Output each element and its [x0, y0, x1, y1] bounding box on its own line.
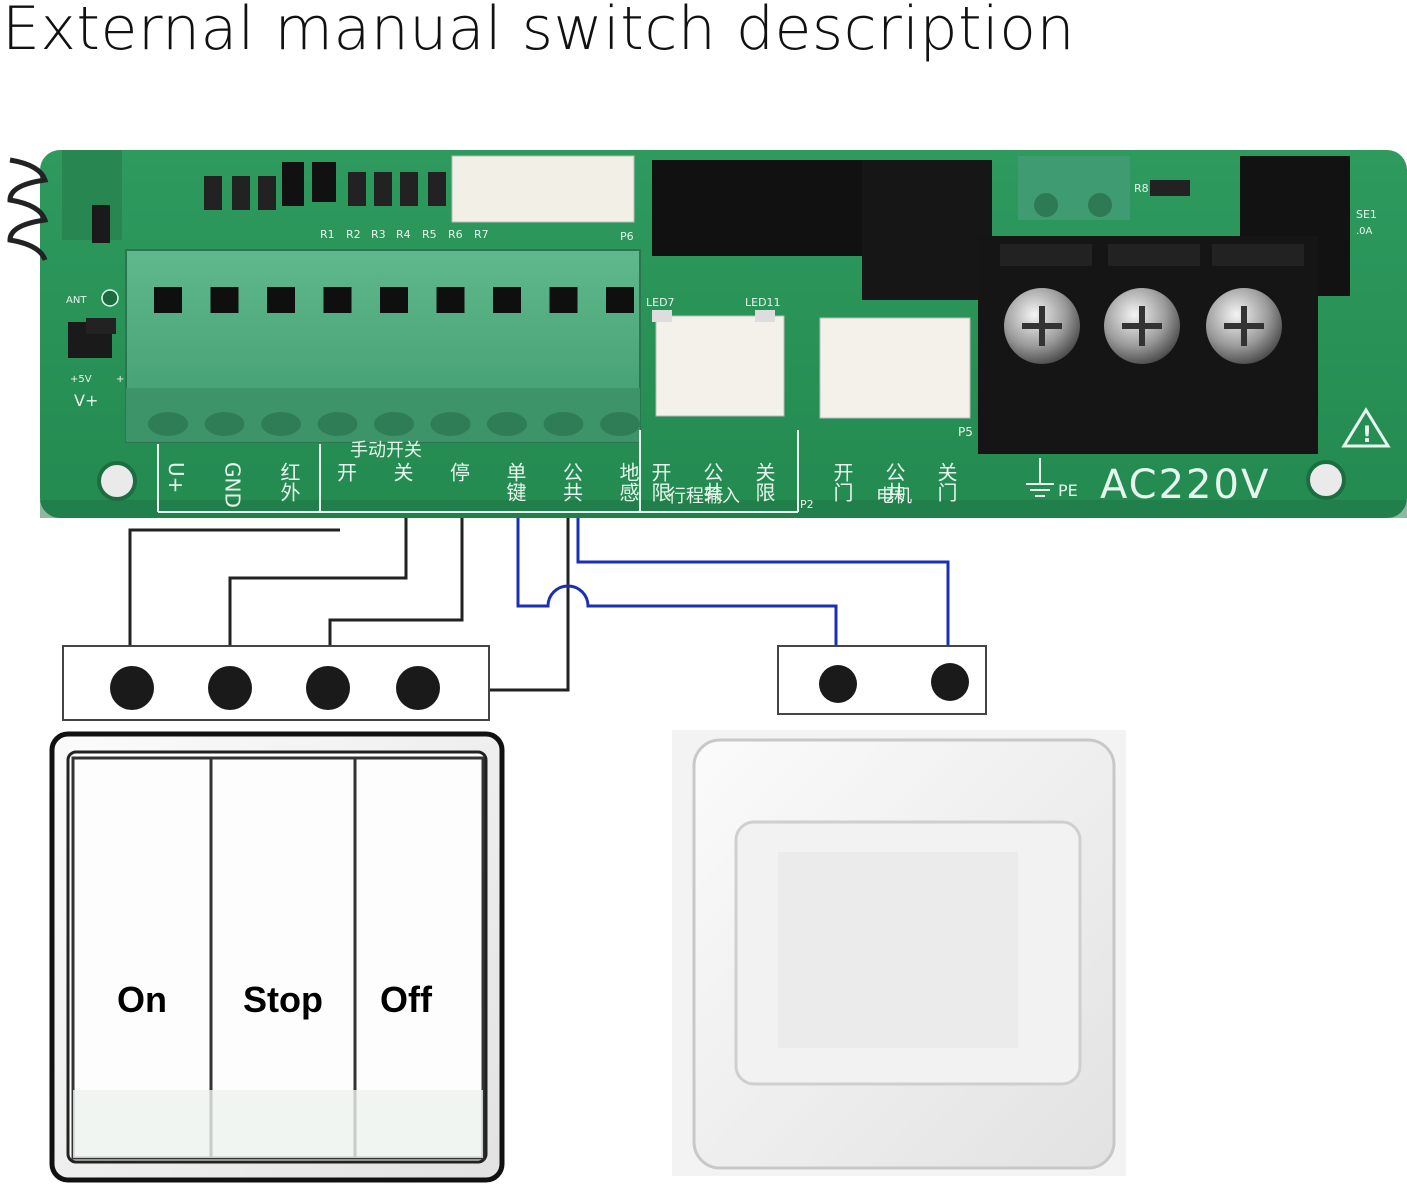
- manual-switch-group-label: 手动开关: [350, 440, 422, 461]
- terminal-wire-hole: [430, 412, 471, 436]
- plus1-label: +1: [116, 374, 131, 385]
- led11-label: LED11: [745, 296, 781, 309]
- terminal-dot: [819, 665, 857, 703]
- fuse-label: SE1: [1356, 208, 1377, 221]
- resistor-label: R1: [320, 228, 335, 241]
- terminal-wire-hole: [543, 412, 584, 436]
- motor-label: 开门: [830, 462, 854, 502]
- plus5v-label: +5V: [70, 374, 92, 385]
- pe-label: PE: [1058, 481, 1078, 500]
- wire-on: [128, 528, 340, 690]
- fuse-rating-label: .0A: [1356, 226, 1373, 237]
- led7-label: LED7: [646, 296, 675, 309]
- terminal-dot: [306, 666, 350, 710]
- terminal-label: 单键: [503, 462, 527, 502]
- p6-label: P6: [620, 230, 634, 243]
- resistor-label: R5: [422, 228, 437, 241]
- terminal-screw-slot: [549, 287, 578, 313]
- ac220v-label: AC220V: [1100, 462, 1270, 508]
- vplus-side-label: V+: [74, 391, 98, 410]
- wiring: [128, 518, 950, 692]
- travel-label: 开限: [648, 462, 672, 502]
- p6-header: [451, 155, 635, 223]
- terminal-screw-slot: [436, 287, 465, 313]
- mounting-hole: [97, 461, 137, 501]
- terminal-dot: [110, 666, 154, 710]
- antenna-coil-icon: [7, 157, 49, 262]
- terminal-screw-slot: [154, 287, 182, 313]
- p5-label: P5: [958, 425, 973, 439]
- off-label: Off: [380, 979, 433, 1020]
- resistor-label: R3: [371, 228, 386, 241]
- smd-resistors: [204, 162, 446, 210]
- resistor-label: R6: [448, 228, 463, 241]
- terminal-wire-hole: [317, 412, 358, 436]
- small-terminal: [1018, 156, 1130, 220]
- resistor-label: R4: [396, 228, 411, 241]
- wire-single-common: [576, 518, 950, 682]
- terminal-label: 关: [390, 462, 414, 482]
- motor-label: 公共: [882, 462, 906, 502]
- travel-group-label: 行程输入: [668, 486, 740, 507]
- triple-rocker-switch: On Stop Off: [49, 731, 505, 1183]
- terminal-screw-slot: [606, 287, 634, 313]
- travel-label: 关限: [752, 462, 776, 502]
- terminal-screw-slot: [493, 287, 521, 313]
- terminal-wire-hole: [374, 412, 414, 436]
- resistor-label: R2: [346, 228, 361, 241]
- terminal-label: 停: [447, 462, 471, 482]
- terminal-dot: [208, 666, 252, 710]
- terminal-label: 地感: [616, 462, 640, 502]
- warning-icon: [1341, 407, 1391, 448]
- terminal-label: U+: [164, 462, 188, 493]
- terminal-screw-slot: [380, 287, 408, 313]
- terminal-screw-slot: [267, 287, 295, 313]
- relay: [862, 160, 992, 300]
- ground-icon: [1026, 458, 1054, 497]
- diagram-title: External manual switch description: [2, 0, 1076, 64]
- wire-stop: [228, 518, 408, 690]
- svg-text:!: !: [1362, 423, 1372, 448]
- single-rocker-switch: [672, 730, 1126, 1176]
- travel-label: 公共: [700, 462, 724, 502]
- terminal-label: 公共: [560, 462, 584, 502]
- terminal-screw-slot: [210, 287, 239, 313]
- terminal-dot: [931, 663, 969, 701]
- terminal-label: 开: [334, 462, 358, 482]
- ant-label: ANT: [66, 295, 87, 306]
- p2-label: P2: [800, 498, 814, 511]
- travel-input-connector: [655, 315, 785, 417]
- motor-connector: [819, 317, 971, 419]
- terminal-wire-hole: [487, 412, 527, 436]
- relay: [652, 160, 862, 256]
- terminal-label: GND: [221, 462, 245, 508]
- on-label: On: [117, 979, 167, 1020]
- ac-screw-terminal: [978, 236, 1318, 454]
- terminal-wire-hole: [148, 412, 188, 436]
- terminal-block-9pin: [125, 249, 641, 443]
- stop-label: Stop: [243, 979, 323, 1020]
- resistor-label: R7: [474, 228, 489, 241]
- terminal-dot: [396, 666, 440, 710]
- motor-label: 关门: [934, 462, 958, 502]
- terminal-screw-slot: [323, 287, 352, 313]
- terminal-wire-hole: [261, 412, 301, 436]
- mounting-hole: [1306, 460, 1346, 500]
- terminal-label: 红外: [277, 462, 301, 502]
- terminal-wire-hole: [600, 412, 640, 436]
- motor-group-label: 电机: [876, 486, 912, 507]
- r8-label: R8: [1134, 182, 1149, 195]
- control-board: ANT +5V +1 V+ R1 R2 R3 R4 R5 R6 R7 P6: [7, 150, 1407, 518]
- terminal-wire-hole: [204, 412, 245, 436]
- wire-single-key: [516, 518, 838, 682]
